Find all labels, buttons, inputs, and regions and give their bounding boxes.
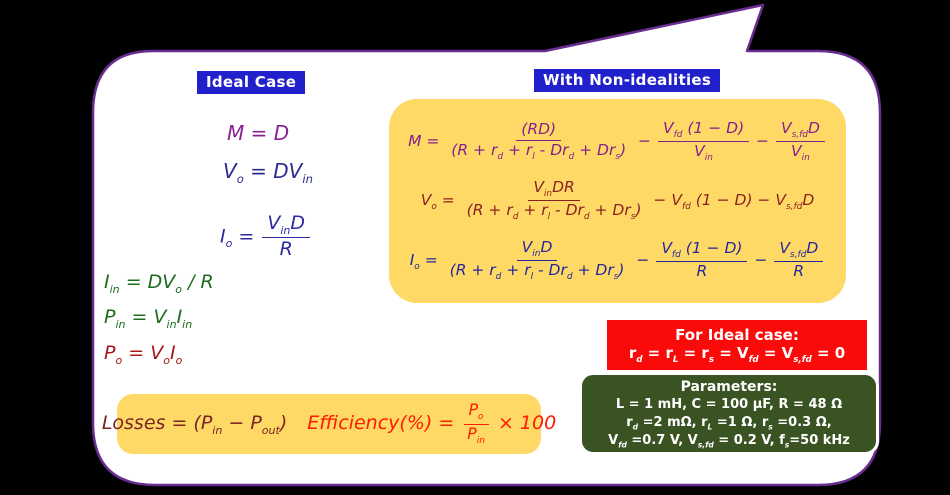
equation-iin: Iin = DVo / R <box>104 271 214 296</box>
losses-efficiency-box: Losses = (Pin − Pout) Efficiency(%) = Po… <box>102 394 556 454</box>
nonidealities-box: M = (RD)(R + rd + rl - Drd + Drs) − Vfd … <box>389 99 846 303</box>
losses-equation: Losses = (Pin − Pout) <box>101 411 288 437</box>
equation-po: Po = VoIo <box>104 342 183 367</box>
with-nonidealities-header: With Non-idealities <box>534 69 721 92</box>
equation-vo-nonideal: Vo = VinDR(R + rd + rl - Drd + Drs) − Vf… <box>420 178 815 223</box>
parameters-box: Parameters: L = 1 mH, C = 100 µF, R = 48… <box>579 372 879 455</box>
equation-m-nonideal: M = (RD)(R + rd + rl - Drd + Drs) − Vfd … <box>408 119 827 163</box>
equation-io-nonideal: Io = VinD(R + rd + rl - Drd + Drs) − Vfd… <box>410 238 826 282</box>
ideal-case-condition-box: For Ideal case: rd = rL = rs = Vfd = Vs,… <box>607 320 867 370</box>
parameters-line-3: Vfd =0.7 V, Vs,fd = 0.2 V, fs=50 kHz <box>608 432 850 450</box>
ideal-case-header: Ideal Case <box>197 71 306 94</box>
parameters-line-2: rd =2 mΩ, rL =1 Ω, rs =0.3 Ω, <box>626 414 832 432</box>
ideal-case-condition-equation: rd = rL = rs = Vfd = Vs,fd = 0 <box>628 343 846 365</box>
equation-m-ideal: M = D <box>227 121 290 145</box>
equation-pin: Pin = VinIin <box>104 306 193 331</box>
parameters-line-1: L = 1 mH, C = 100 µF, R = 48 Ω <box>615 396 843 412</box>
ideal-case-condition-title: For Ideal case: <box>675 325 799 344</box>
parameters-title: Parameters: <box>680 378 778 395</box>
equation-vo-ideal: Vo = DVin <box>223 159 313 186</box>
